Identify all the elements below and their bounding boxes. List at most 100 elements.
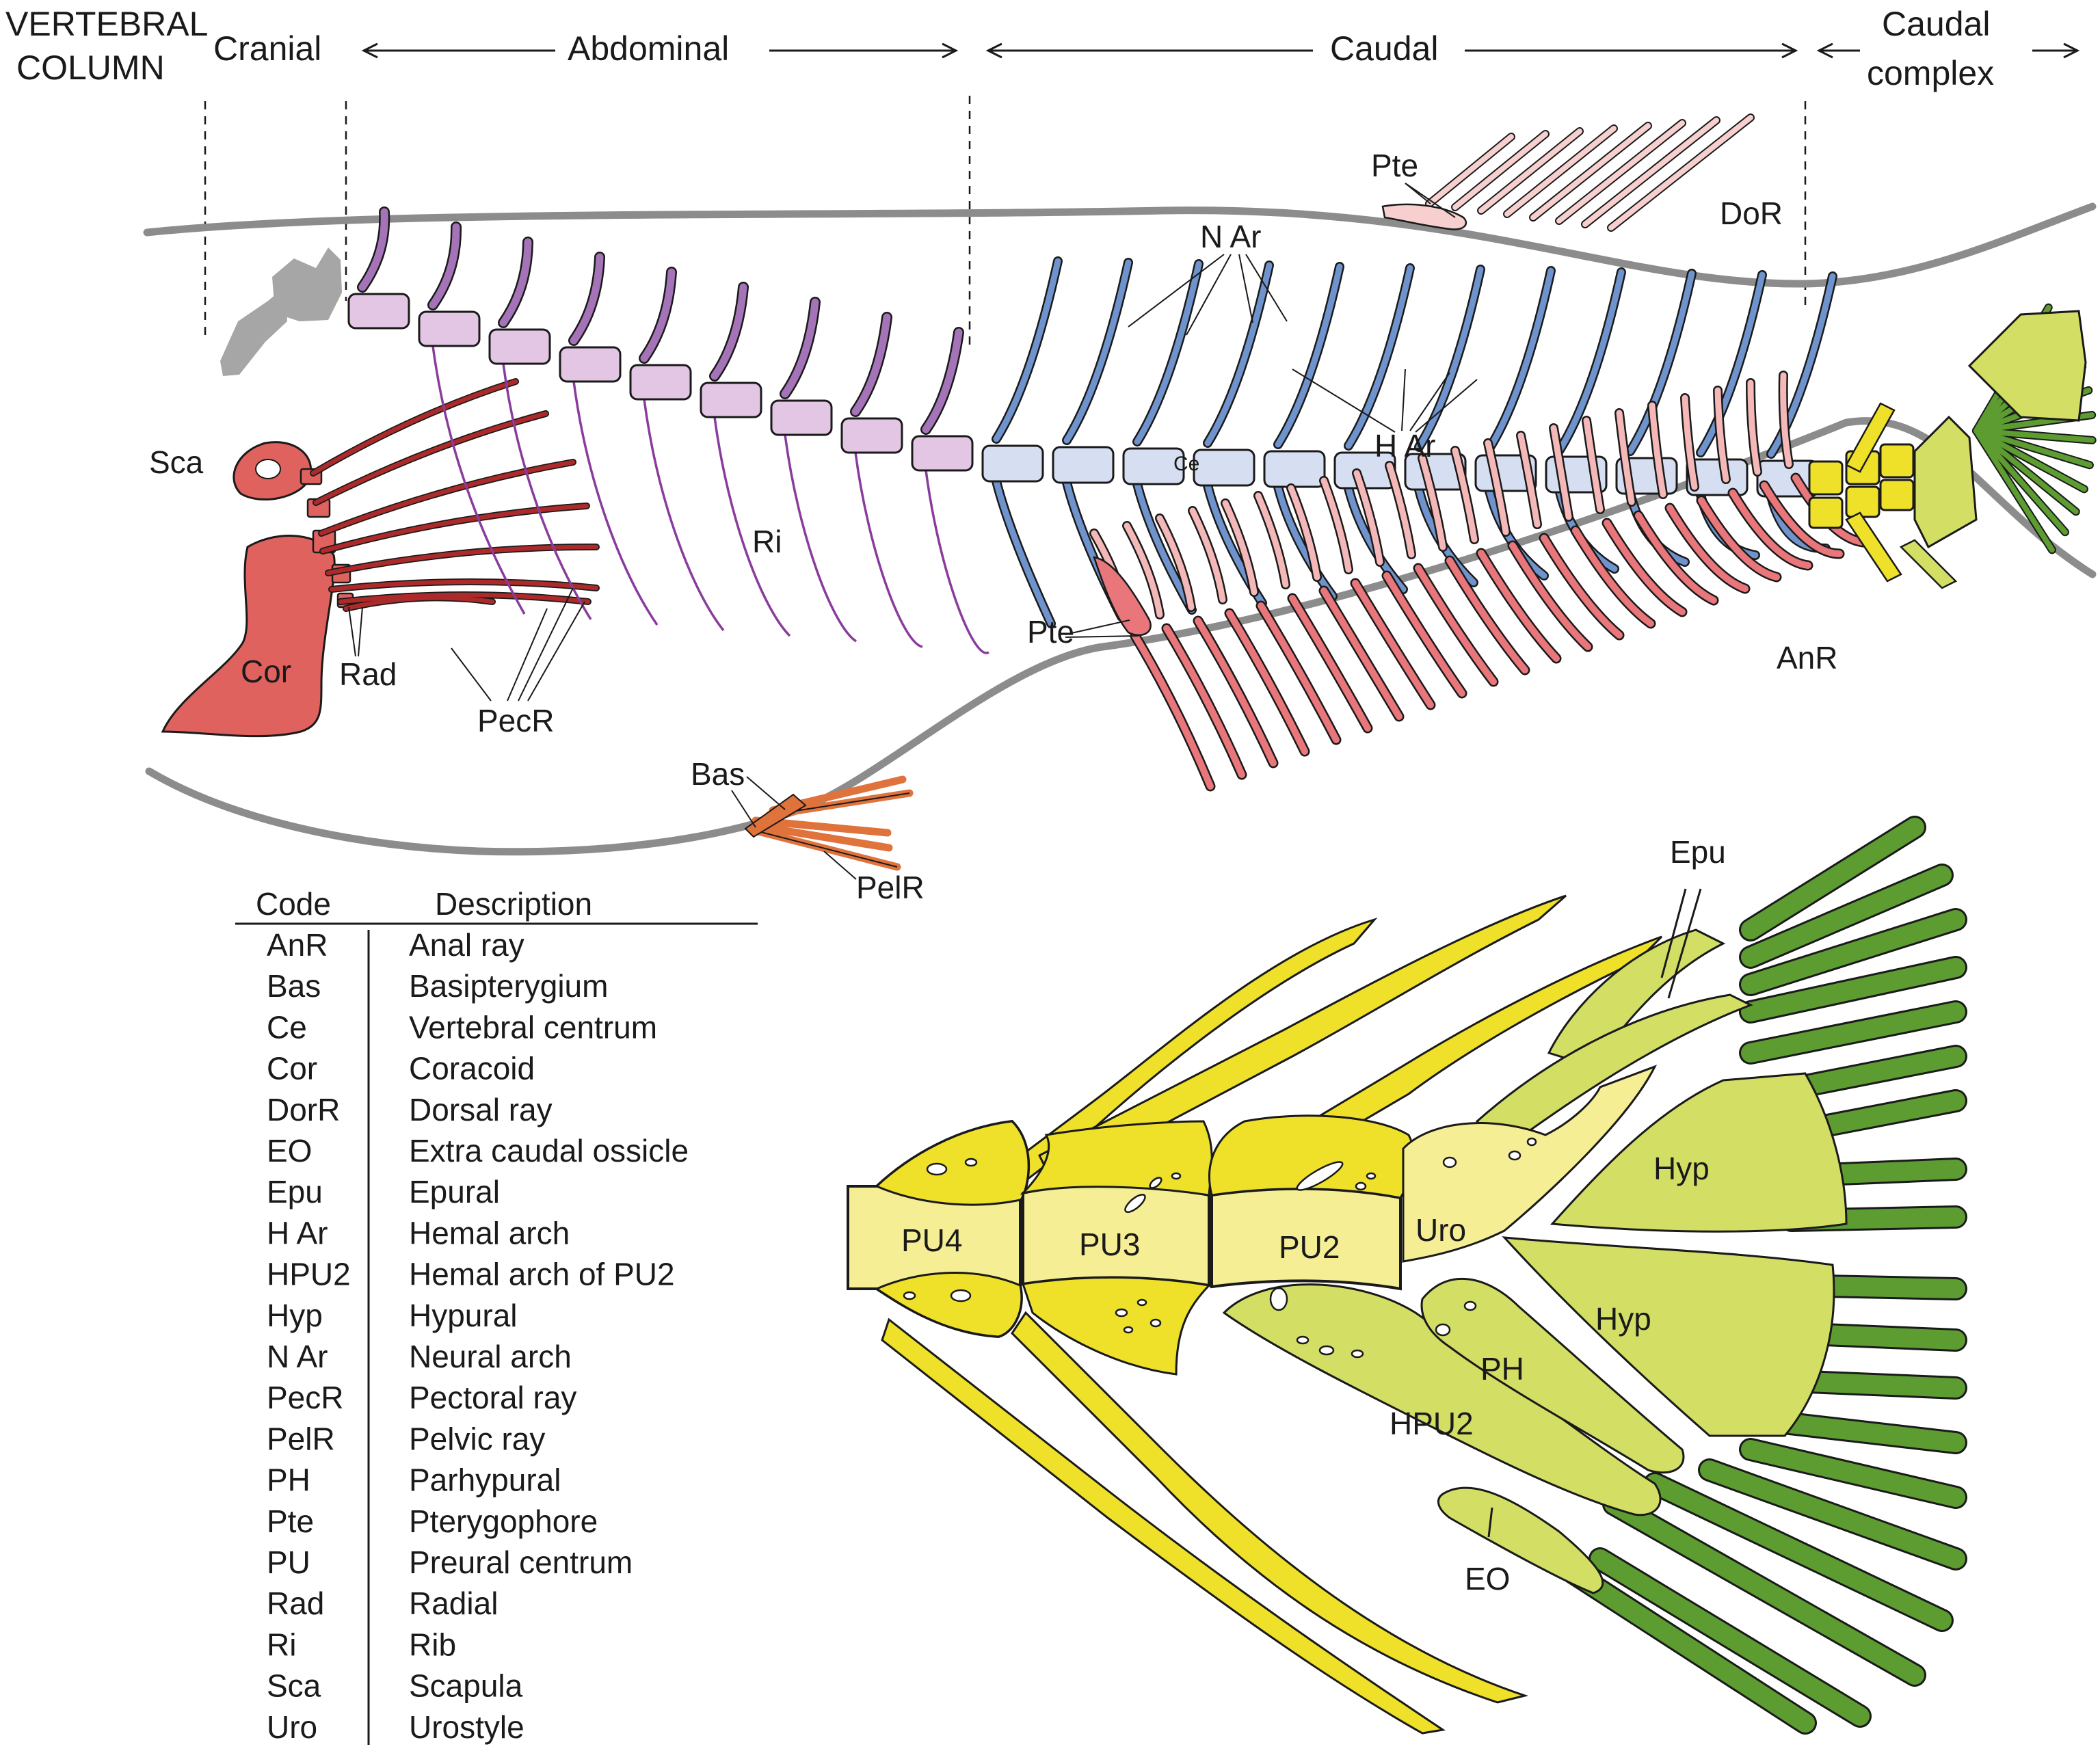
- anal-ray: [1729, 490, 1811, 569]
- leader-lines: [348, 183, 1478, 880]
- rib: [502, 363, 592, 620]
- pectoral-ray: [329, 579, 599, 592]
- dorsal-ray: [1582, 118, 1719, 227]
- anal-ray: [1509, 542, 1591, 650]
- caudal-fin-ray: [1741, 1002, 1965, 1062]
- anal-pterygophore: [1222, 500, 1258, 596]
- neural-arch: [1275, 263, 1343, 448]
- hemal-arch: [1486, 487, 1547, 579]
- pectoral-ray: [320, 503, 589, 554]
- anal-pterygophore: [1124, 522, 1163, 618]
- rib: [572, 381, 659, 626]
- neural-arch: [1063, 259, 1132, 444]
- neural-arch: [922, 328, 963, 433]
- caudal-fin-ray: [1563, 1563, 1815, 1733]
- anal-pterygophore: [1485, 440, 1509, 535]
- neural-arch: [429, 223, 460, 309]
- pectoral-rays: [310, 379, 599, 611]
- region-arrows: [361, 42, 2080, 59]
- label-ph: PH: [1480, 1351, 1524, 1387]
- legend-description: Coracoid: [409, 1051, 535, 1086]
- caudal-complex-small: [1808, 303, 2097, 589]
- vertebral-centrum: [1686, 458, 1749, 496]
- caudal-detail: Epu PU4 PU3 PU2 Uro Hyp Hyp PH HPU2 EO: [847, 816, 1967, 1735]
- detail-leader-lines: [1487, 888, 1702, 1538]
- neural-arch: [851, 313, 891, 416]
- label-n-ar: N Ar: [1200, 219, 1261, 254]
- label-ce: Ce: [1173, 453, 1199, 475]
- label-eo: EO: [1465, 1561, 1510, 1596]
- neural-arch: [499, 238, 532, 327]
- label-hpu2: HPU2: [1390, 1406, 1474, 1441]
- column-title-line1: VERTEBRAL: [5, 5, 208, 43]
- rib: [925, 470, 989, 654]
- legend-code: Hyp: [267, 1298, 323, 1333]
- legend-description: Preural centrum: [409, 1545, 633, 1580]
- label-sca: Sca: [149, 444, 204, 480]
- legend-description: Pectoral ray: [409, 1380, 576, 1415]
- legend-code: PelR: [267, 1421, 335, 1456]
- rib: [854, 452, 923, 648]
- legend-description: Hemal arch of PU2: [409, 1257, 675, 1292]
- caudal-fin-ray: [1782, 1372, 1965, 1398]
- label-pte-dorsal: Pte: [1371, 148, 1418, 183]
- caudal-fin-ray: [1741, 910, 1965, 994]
- hemal-arch: [1275, 483, 1336, 600]
- neural-arch: [993, 258, 1061, 442]
- label-cor: Cor: [241, 654, 291, 689]
- anal-pterygophore: [1288, 485, 1320, 580]
- legend-description: Rib: [409, 1627, 456, 1662]
- anal-ray: [1132, 632, 1214, 790]
- dorsal-ray: [1530, 123, 1651, 220]
- anal-ray: [1226, 610, 1308, 755]
- legend-code: Cor: [267, 1051, 317, 1086]
- neural-arch: [1697, 271, 1766, 456]
- vertebral-centrum: [1052, 446, 1115, 484]
- anal-pterygophore: [1255, 492, 1289, 588]
- anal-ray: [1572, 527, 1654, 627]
- dorsal-ray: [1556, 120, 1685, 224]
- dorsal-ray: [1478, 129, 1582, 213]
- neural-arch: [570, 253, 604, 345]
- anal-ray: [1698, 497, 1780, 580]
- caudal-fin-ray: [1604, 1495, 1924, 1685]
- legend-description: Dorsal ray: [409, 1092, 553, 1127]
- anal-pterygophore: [1682, 395, 1698, 490]
- anal-pterygophore: [1353, 470, 1383, 565]
- anal-pterygophore: [1452, 447, 1478, 543]
- label-pte-anal: Pte: [1027, 614, 1074, 650]
- anal-ray: [1163, 625, 1245, 778]
- pectoral-ray: [310, 379, 518, 476]
- diagram-labels: Pte DoR N Ar Ce H Ar Sca Ri Cor Rad PecR…: [149, 148, 1837, 905]
- anal-pterygophore: [1386, 462, 1415, 558]
- legend-code: DorR: [267, 1092, 340, 1127]
- caudal-fin-ray: [1700, 1460, 1965, 1568]
- neural-arch: [640, 268, 676, 362]
- label-hyp-upper: Hyp: [1653, 1151, 1710, 1186]
- legend-code: PH: [267, 1462, 310, 1498]
- caudal-ray: [1973, 428, 2068, 535]
- vertebral-centrum: [347, 293, 410, 330]
- neural-arch: [710, 283, 747, 380]
- pectoral-girdle: [161, 441, 354, 738]
- legend-code: Uro: [267, 1709, 317, 1745]
- vertebral-centrum: [1193, 449, 1255, 487]
- neural-spines: [357, 206, 1837, 459]
- pelvic-fin: [744, 775, 914, 871]
- neural-arch: [1415, 266, 1484, 451]
- dorsal-fin: [1381, 113, 1755, 232]
- label-dor: DoR: [1720, 196, 1783, 231]
- legend-description: Radial: [409, 1586, 498, 1621]
- body-outline: [143, 202, 2097, 856]
- anal-ray: [1383, 572, 1465, 697]
- pectoral-ray: [338, 592, 591, 604]
- rib: [784, 434, 857, 643]
- header-caudal-complex-line1: Caudal: [1882, 5, 1990, 43]
- vertebral-centrum: [559, 346, 622, 383]
- legend-description: Scapula: [409, 1668, 523, 1704]
- anal-pterygophore: [1320, 477, 1352, 573]
- anal-pterygophore: [1714, 387, 1729, 483]
- vertebral-centrum: [700, 382, 762, 418]
